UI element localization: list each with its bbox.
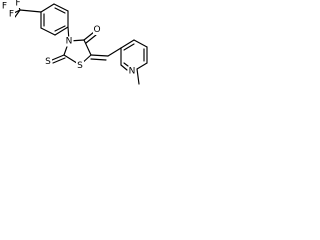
atom-ring-s: S bbox=[76, 61, 84, 71]
thione-sulfur-label: S bbox=[45, 57, 51, 67]
bond-ph-5 bbox=[40, 27, 56, 36]
atom-f-mid: F bbox=[8, 10, 15, 20]
atom-carbonyl-o: O bbox=[93, 25, 101, 35]
bond-exo-2 bbox=[90, 58, 107, 61]
atom-pyridine-n: N bbox=[127, 66, 137, 77]
bond-ph-4 bbox=[54, 26, 69, 36]
atom-ring-n: N bbox=[64, 36, 74, 47]
atom-label-layer: F F F O N S S N bbox=[1, 0, 137, 77]
fluorine-label-top: F bbox=[15, 0, 20, 9]
ring-nitrogen-label: N bbox=[66, 37, 73, 47]
bond-py-1 bbox=[120, 39, 135, 49]
bond-ph-inner-b bbox=[54, 25, 66, 32]
bond-py-inner-c bbox=[123, 62, 129, 67]
bond-py-4 bbox=[136, 62, 148, 70]
bond-thione-2 bbox=[52, 57, 66, 64]
atom-thione-s: S bbox=[44, 57, 52, 67]
chemical-structure: F F F O N S S N bbox=[1, 0, 148, 85]
bond-exo-1 bbox=[90, 54, 109, 57]
bond-c4-c5 bbox=[83, 39, 92, 56]
fluorine-label-mid: F bbox=[9, 10, 14, 20]
bond-cf3-phenyl bbox=[19, 9, 42, 13]
bond-py-inner-a bbox=[123, 43, 135, 51]
atom-f-top: F bbox=[15, 0, 22, 9]
bond-methyl bbox=[136, 68, 140, 85]
bond-thione-1 bbox=[51, 54, 65, 61]
bond-py-2 bbox=[133, 39, 148, 48]
oxygen-label: O bbox=[93, 25, 100, 35]
atom-f-left: F bbox=[1, 2, 8, 12]
pyridine-nitrogen-label: N bbox=[129, 67, 136, 77]
bond-cf3-f-left bbox=[14, 9, 21, 18]
bond-ph-1 bbox=[40, 3, 55, 13]
bond-layer bbox=[11, 3, 148, 85]
bond-carbonyl-1 bbox=[83, 31, 95, 41]
bond-methine-pyridine bbox=[107, 47, 122, 57]
bond-carbonyl-2 bbox=[85, 34, 97, 44]
bond-ph-inner-a bbox=[54, 7, 66, 14]
bond-py-5 bbox=[120, 64, 128, 71]
ring-sulfur-label: S bbox=[77, 61, 83, 71]
fluorine-label-left: F bbox=[2, 2, 7, 12]
bond-ph-2 bbox=[53, 3, 69, 12]
